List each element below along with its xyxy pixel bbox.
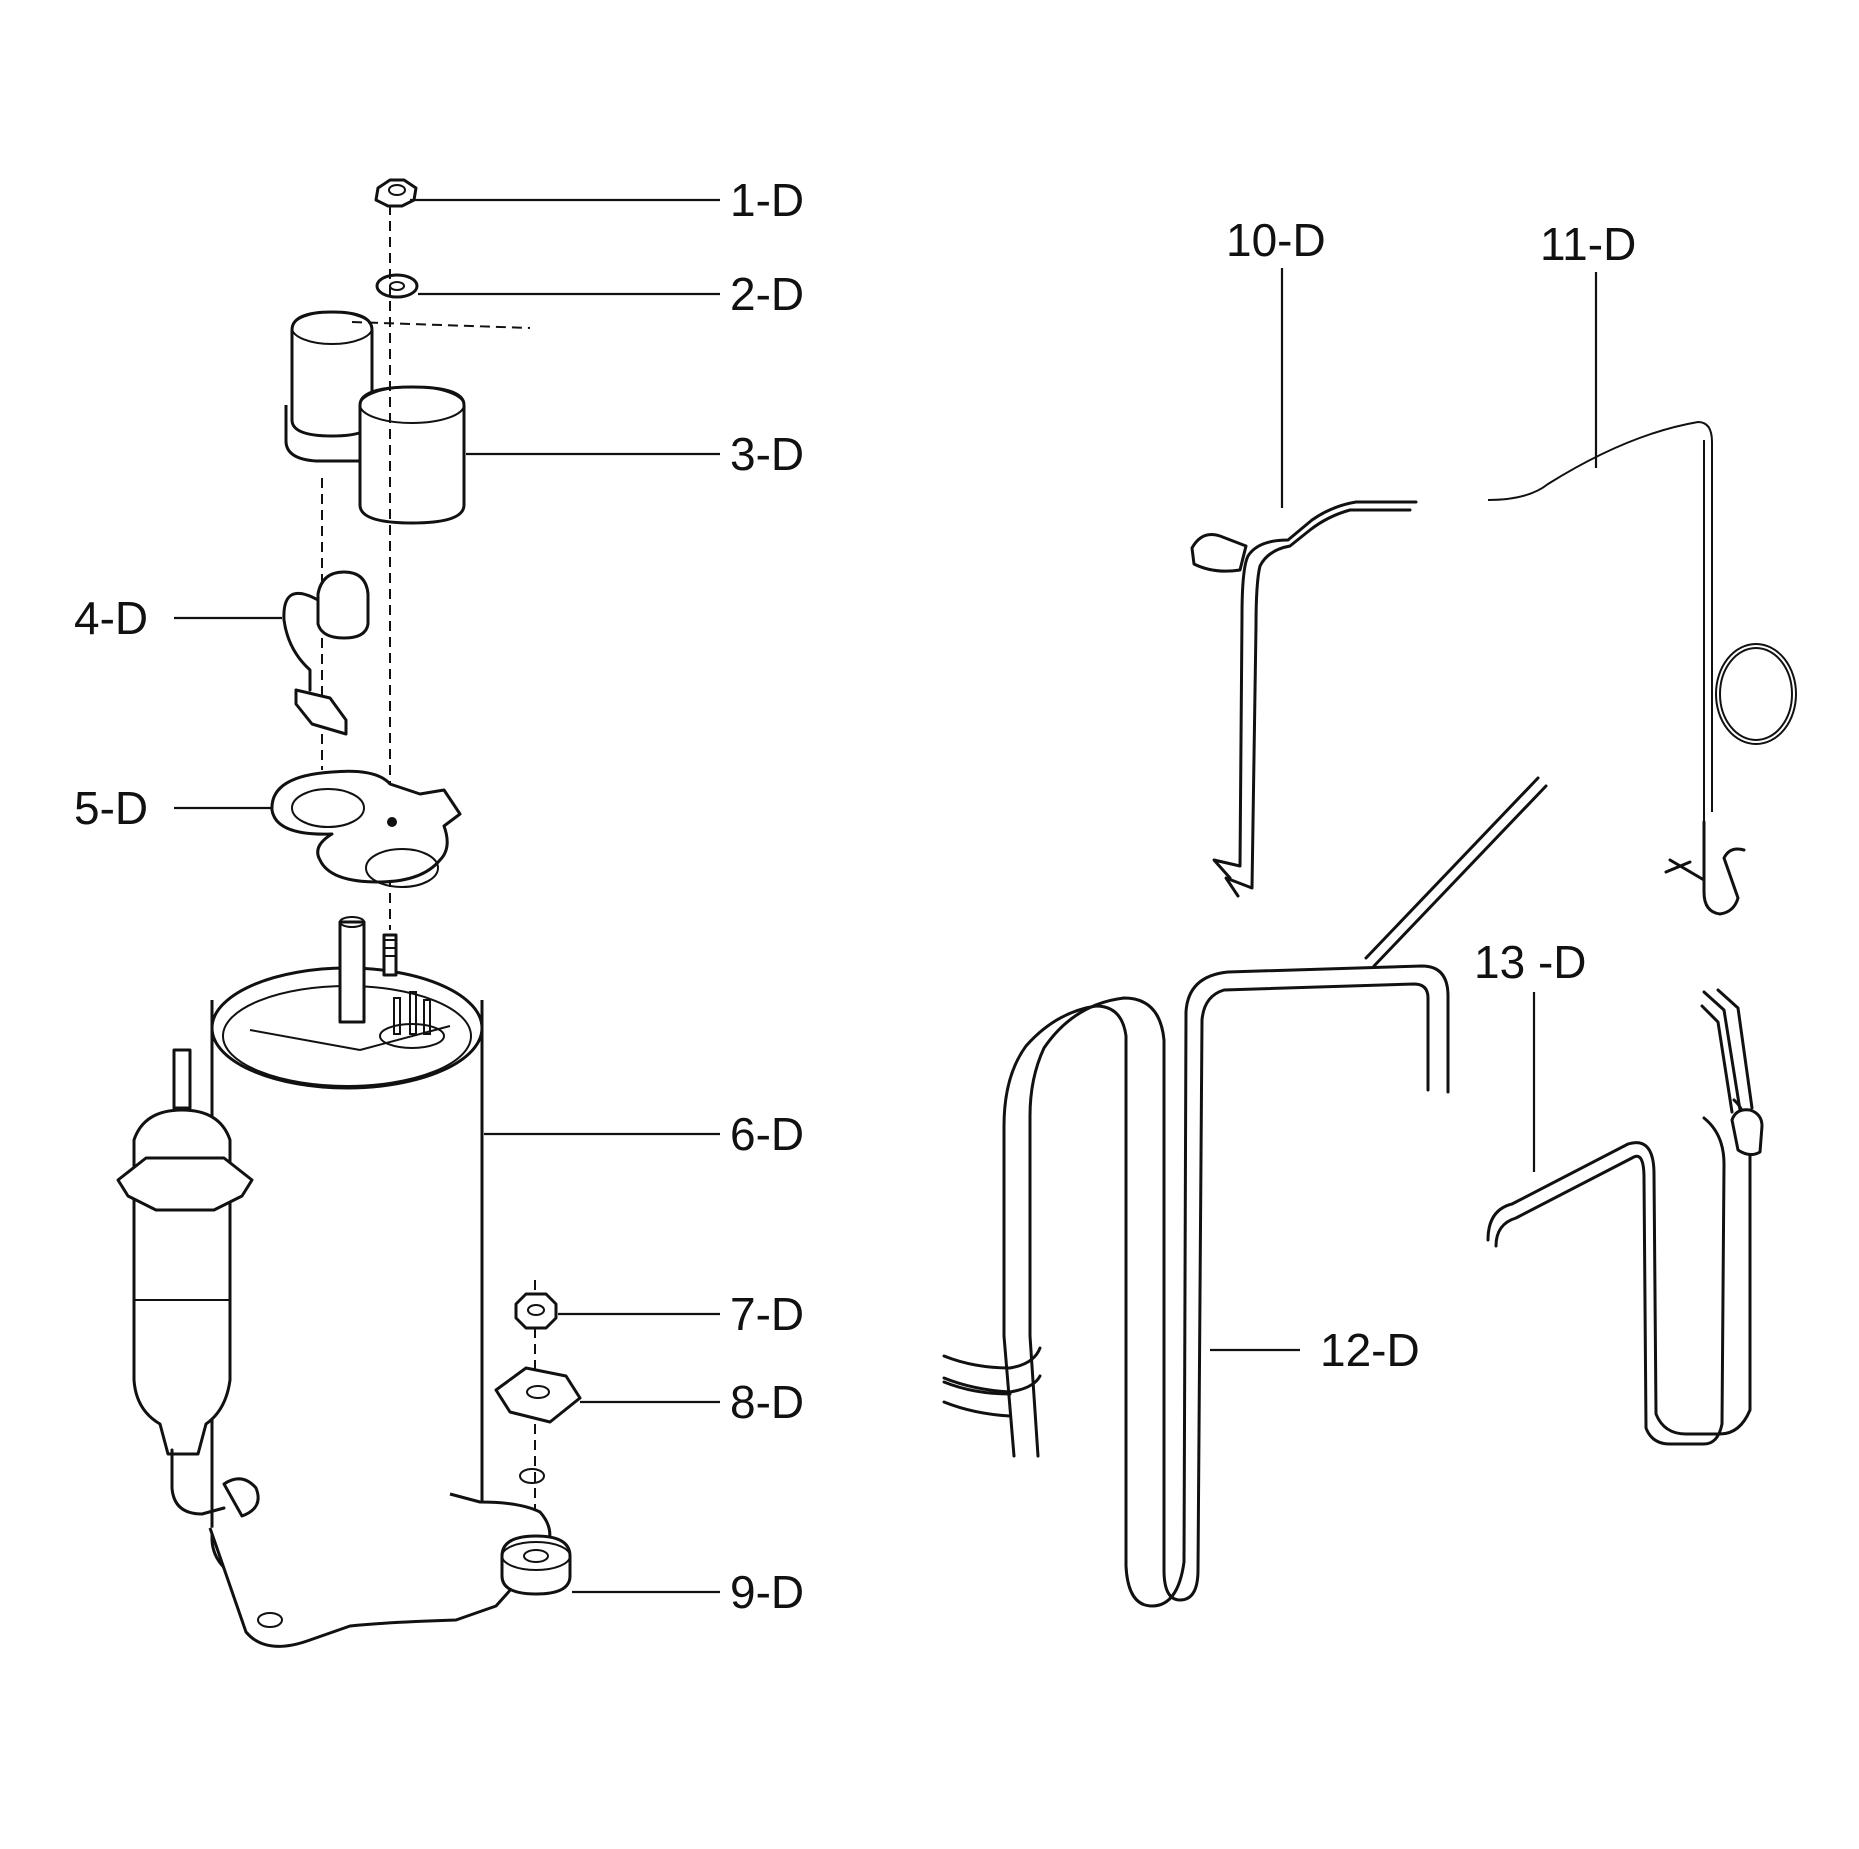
part-1-nut (374, 178, 418, 208)
label-11-d: 11-D (1540, 218, 1636, 270)
part-7-nut (514, 1292, 558, 1330)
label-7-d: 7-D (730, 1288, 804, 1340)
part-8-washer-bracket (494, 1366, 582, 1424)
accumulator (116, 1048, 260, 1518)
label-13-d: 13 -D (1474, 936, 1586, 988)
part-4-terminal-cover (282, 570, 370, 736)
label-2-d: 2-D (730, 268, 804, 320)
part-3-capacitors (284, 310, 531, 525)
part-11-capillary (1487, 420, 1797, 916)
label-4-d: 4-D (74, 592, 148, 644)
part-5-gasket (270, 769, 462, 888)
part-13-pipe (1486, 988, 1764, 1446)
part-9-grommet (500, 1534, 572, 1596)
label-6-d: 6-D (730, 1108, 804, 1160)
label-10-d: 10-D (1226, 214, 1326, 266)
part-12-pipe (942, 776, 1548, 1608)
label-5-d: 5-D (74, 782, 148, 834)
part-2-washer (375, 273, 419, 299)
part-10-pipe (1190, 500, 1418, 898)
label-12-d: 12-D (1320, 1324, 1420, 1376)
part-6-compressor (208, 916, 552, 1648)
label-9-d: 9-D (730, 1566, 804, 1618)
label-1-d: 1-D (730, 174, 804, 226)
leader-lines (174, 198, 1598, 1594)
label-3-d: 3-D (730, 428, 804, 480)
label-8-d: 8-D (730, 1376, 804, 1428)
